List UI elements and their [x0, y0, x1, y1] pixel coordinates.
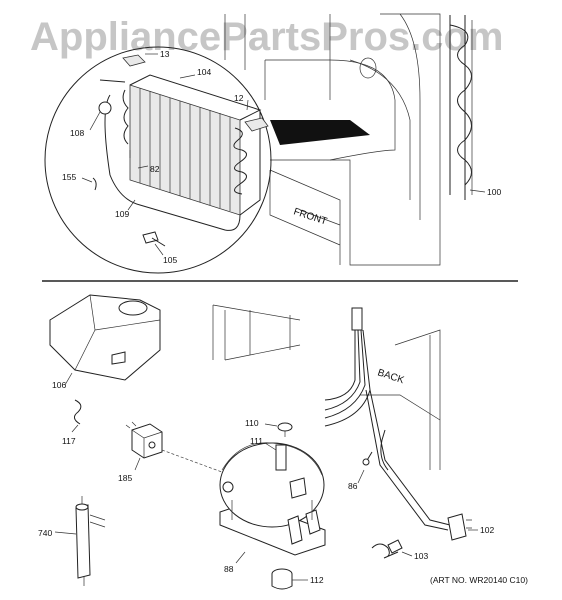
callout-102: 102 [480, 525, 494, 535]
callout-104: 104 [197, 67, 211, 77]
cabinet-rear-view [224, 13, 473, 266]
callout-12: 12 [234, 93, 244, 103]
part-106-bracket [49, 294, 161, 381]
part-103-clip [371, 539, 403, 559]
callout-103: 103 [414, 551, 428, 561]
part-102-plug [447, 513, 472, 541]
callout-86: 86 [348, 481, 358, 491]
front-label: FRONT [292, 206, 328, 227]
back-label: BACK [376, 367, 406, 386]
part-740-drier [75, 496, 106, 586]
callout-155: 155 [62, 172, 76, 182]
callout-111: 111 [250, 436, 263, 446]
part-117-clip [74, 399, 82, 425]
callout-88: 88 [224, 564, 234, 574]
callout-106: 106 [52, 380, 66, 390]
cabinet-bottom-back [212, 304, 441, 470]
callout-112: 112 [310, 575, 324, 585]
wiring-harness [324, 307, 451, 531]
callout-13: 13 [160, 49, 170, 59]
callout-100: 100 [487, 187, 501, 197]
part-185-relay [125, 421, 163, 459]
callout-82: 82 [150, 164, 160, 174]
evaporator-detail-circle [44, 46, 272, 274]
part-88-compressor [219, 442, 326, 556]
callout-740: 740 [38, 528, 52, 538]
part-110-grommet [277, 422, 293, 432]
part-112-grommet [271, 568, 293, 590]
art-number: (ART NO. WR20140 C10) [430, 575, 528, 585]
callout-109: 109 [115, 209, 129, 219]
watermark: AppliancePartsPros.com [30, 15, 504, 59]
callout-117: 117 [62, 436, 76, 446]
callout-105: 105 [163, 255, 177, 265]
callout-108: 108 [70, 128, 84, 138]
callout-110: 110 [245, 418, 259, 428]
callout-185: 185 [118, 473, 132, 483]
